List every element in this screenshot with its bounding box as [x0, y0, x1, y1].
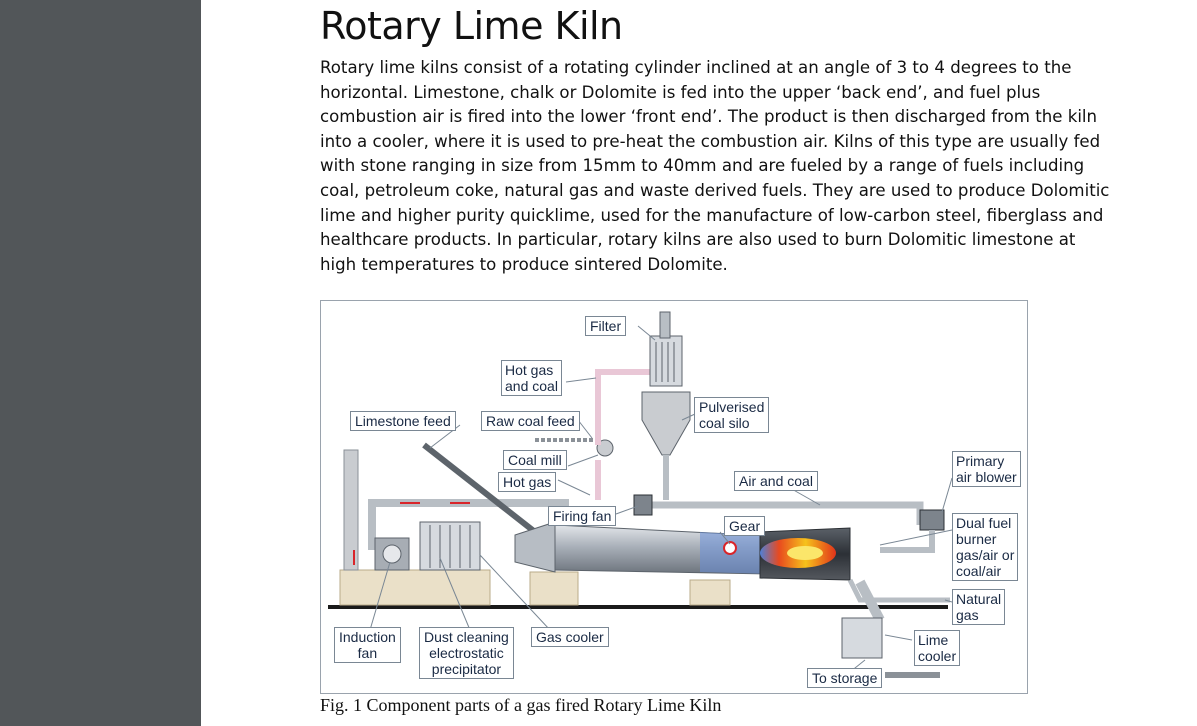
label-dual-fuel-burner: Dual fuel burner gas/air or coal/air — [952, 513, 1019, 581]
label-limestone-feed: Limestone feed — [350, 411, 456, 431]
chimney — [343, 449, 359, 571]
pulverised-coal-silo — [641, 391, 691, 456]
label-air-and-coal: Air and coal — [734, 471, 818, 491]
label-natural-gas: Natural gas — [952, 589, 1006, 625]
flame-core — [787, 546, 823, 560]
label-to-storage: To storage — [807, 668, 883, 688]
filter-unit — [649, 335, 683, 387]
label-gear: Gear — [724, 516, 766, 536]
natural-gas-line — [847, 578, 950, 603]
kiln-feed-hood — [514, 521, 556, 573]
label-gas-cooler: Gas cooler — [531, 627, 609, 647]
label-filter: Filter — [585, 316, 627, 336]
lime-chute — [855, 579, 885, 623]
gear-unit — [723, 541, 737, 555]
primary-air-blower-unit — [919, 509, 945, 531]
limestone-feed-chute — [422, 442, 537, 535]
label-firing-fan: Firing fan — [548, 506, 617, 526]
label-hot-gas-and-coal: Hot gas and coal — [501, 360, 562, 396]
kiln-diagram: Filter Hot gas and coal Pulverised coal … — [320, 300, 1028, 694]
label-dust-cleaning: Dust cleaning electrostatic precipitator — [419, 627, 514, 679]
kiln-hot-zone — [700, 532, 770, 574]
kiln-support-left — [529, 571, 579, 606]
label-raw-coal-feed: Raw coal feed — [481, 411, 580, 431]
kiln-support-mid — [689, 579, 731, 606]
induction-fan-wheel — [382, 544, 402, 564]
body-paragraph: Rotary lime kilns consist of a rotating … — [320, 58, 1110, 274]
ground-line — [328, 605, 948, 609]
label-induction-fan: Induction fan — [334, 627, 401, 663]
hot-gas-coal-pipe — [595, 369, 660, 445]
viewer-sidebar — [0, 0, 201, 726]
page-title: Rotary Lime Kiln — [320, 4, 623, 48]
firing-fan-unit — [633, 494, 653, 516]
label-pulverised-coal-silo: Pulverised coal silo — [694, 397, 770, 433]
label-lime-cooler: Lime cooler — [914, 630, 961, 666]
storage-conveyor — [885, 672, 940, 678]
label-coal-mill: Coal mill — [503, 450, 567, 470]
burner-air-line — [880, 530, 935, 553]
label-hot-gas: Hot gas — [498, 472, 557, 492]
lime-cooler-unit — [841, 617, 883, 659]
label-primary-air-blower: Primary air blower — [952, 451, 1021, 487]
fan-base — [339, 569, 491, 606]
figure-caption: Fig. 1 Component parts of a gas fired Ro… — [320, 695, 722, 715]
